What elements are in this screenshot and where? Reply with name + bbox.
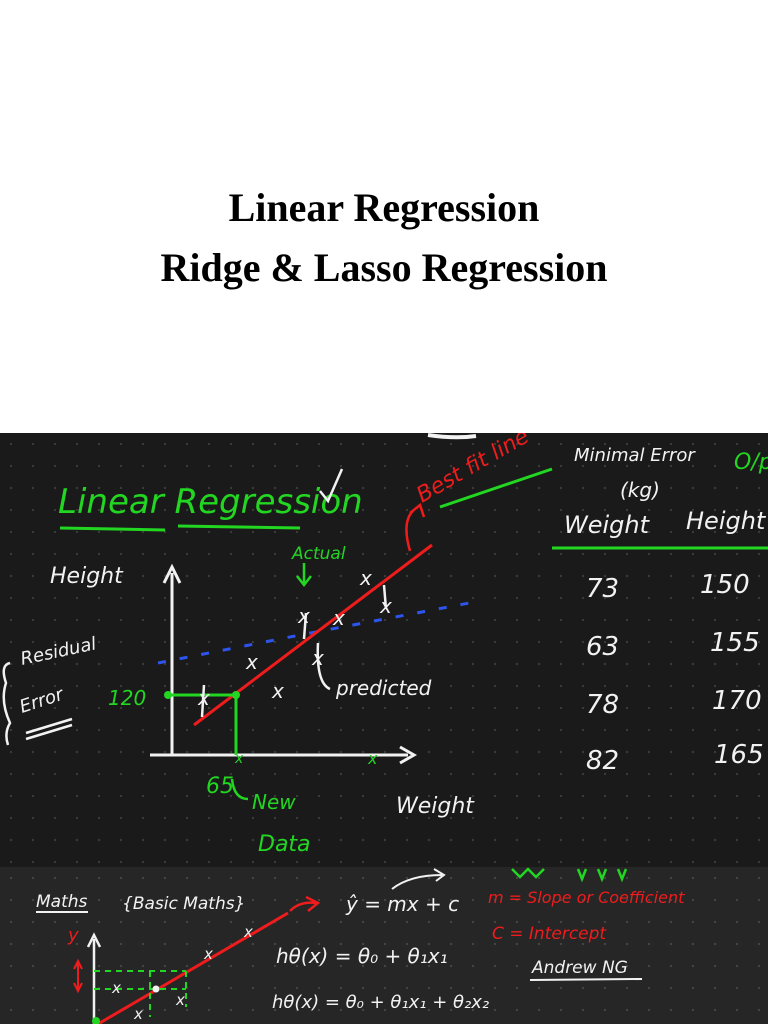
board1-drawing: Linear Regression Height Weight Residual…	[2, 433, 768, 857]
residual-brace	[2, 661, 12, 746]
table-header-weight: Weight	[564, 511, 651, 539]
fit-line-arrow-icon	[289, 895, 321, 912]
dashed-line	[157, 599, 481, 665]
data-label: Data	[258, 832, 311, 857]
intercept-arrow-icon	[73, 958, 83, 994]
origin-point	[92, 1017, 100, 1024]
error-underline-2	[25, 723, 73, 741]
data-point-2: x	[245, 650, 258, 674]
table-cell-weight-4: 82	[586, 746, 619, 776]
data-point-2e: x	[243, 923, 253, 941]
maths-label: Maths	[36, 892, 88, 912]
data-point-2c: x	[175, 991, 185, 1009]
whiteboard-maths: Maths {Basic Maths} y x x x x x ŷ = mx +…	[0, 867, 768, 1024]
residual-label: Residual	[19, 633, 99, 670]
data-point-4: x	[297, 604, 310, 628]
table-cell-weight-1: 73	[586, 574, 619, 604]
intercept-definition: C = Intercept	[492, 924, 607, 944]
table-cell-weight-3: 78	[586, 690, 619, 720]
error-underline-1	[25, 717, 73, 735]
data-point-5: x	[332, 606, 345, 630]
basic-maths-label: {Basic Maths}	[122, 894, 245, 914]
minimal-error-label: Minimal Error	[574, 445, 696, 466]
green-scribble-arrows	[511, 867, 628, 883]
table-cell-height-3: 170	[712, 686, 762, 716]
kg-label: (kg)	[620, 478, 660, 502]
slide-title: Linear Regression Ridge & Lasso Regressi…	[0, 178, 768, 298]
green-guide-lines	[94, 970, 187, 1017]
new-data-prediction-point	[232, 691, 240, 699]
hypothesis-1: hθ(x) = θ₀ + θ₁x₁	[276, 944, 448, 968]
actual-arrow-icon	[296, 563, 312, 588]
predicted-label: predicted	[335, 676, 432, 700]
output-label: O/p	[734, 450, 768, 475]
yhat-arrow-icon	[391, 868, 446, 890]
residual-tick-3	[382, 584, 388, 610]
yhat-equation: ŷ = mx + c	[345, 892, 459, 916]
heading-underline-1	[59, 526, 166, 532]
predicted-arrow-icon	[316, 642, 331, 691]
new-value-65: 65	[206, 774, 234, 799]
x-marker-65-data: x	[234, 751, 244, 767]
residual-tick-2	[302, 612, 308, 640]
slope-definition: m = Slope or Coefficient	[488, 888, 685, 907]
heading-linear-regression: Linear Regression	[58, 482, 363, 522]
new-label: New	[252, 790, 296, 814]
table-cell-height-1: 150	[700, 570, 750, 600]
andrew-ng-underline	[529, 978, 643, 981]
check-icon	[319, 468, 344, 504]
whiteboard-linear-regression: Linear Regression Height Weight Residual…	[0, 433, 768, 867]
data-point-2b: x	[133, 1005, 143, 1023]
data-point-2a: x	[111, 979, 121, 997]
data-point-3: x	[271, 679, 284, 703]
table-cell-weight-2: 63	[586, 632, 619, 662]
residual-tick-1	[200, 684, 206, 718]
board2-drawing: Maths {Basic Maths} y x x x x x ŷ = mx +…	[36, 867, 685, 1024]
y-120-point	[164, 691, 172, 699]
table-header-height: Height	[686, 507, 767, 535]
title-line-1: Linear Regression	[228, 185, 540, 230]
y-label: y	[67, 925, 79, 946]
x-axis-arrow-icon	[399, 745, 418, 765]
heading-underline-2	[177, 524, 301, 530]
best-fit-arrow-icon	[405, 502, 426, 552]
actual-label: Actual	[291, 544, 346, 564]
sample-point	[152, 985, 160, 993]
top-scribble	[427, 433, 477, 440]
y-axis-arrow-icon	[162, 563, 182, 584]
y-value-120: 120	[108, 686, 146, 710]
andrew-ng-label: Andrew NG	[531, 958, 628, 978]
error-label: Error	[17, 684, 67, 718]
table-cell-height-2: 155	[710, 628, 760, 658]
data-point-6: x	[359, 566, 372, 590]
title-line-2: Ridge & Lasso Regression	[160, 245, 608, 290]
y-axis-label: Height	[50, 564, 124, 589]
new-data-arrow-icon	[230, 778, 249, 801]
best-fit-underline	[439, 467, 553, 509]
x-marker-green: x	[367, 749, 378, 768]
table-cell-height-4: 165	[714, 740, 764, 770]
fit-line-2	[97, 911, 289, 1024]
y-axis-2-arrow-icon	[86, 932, 102, 948]
x-axis-label: Weight	[396, 794, 475, 819]
hypothesis-2: hθ(x) = θ₀ + θ₁x₁ + θ₂x₂	[272, 992, 489, 1013]
data-point-2d: x	[203, 945, 213, 963]
